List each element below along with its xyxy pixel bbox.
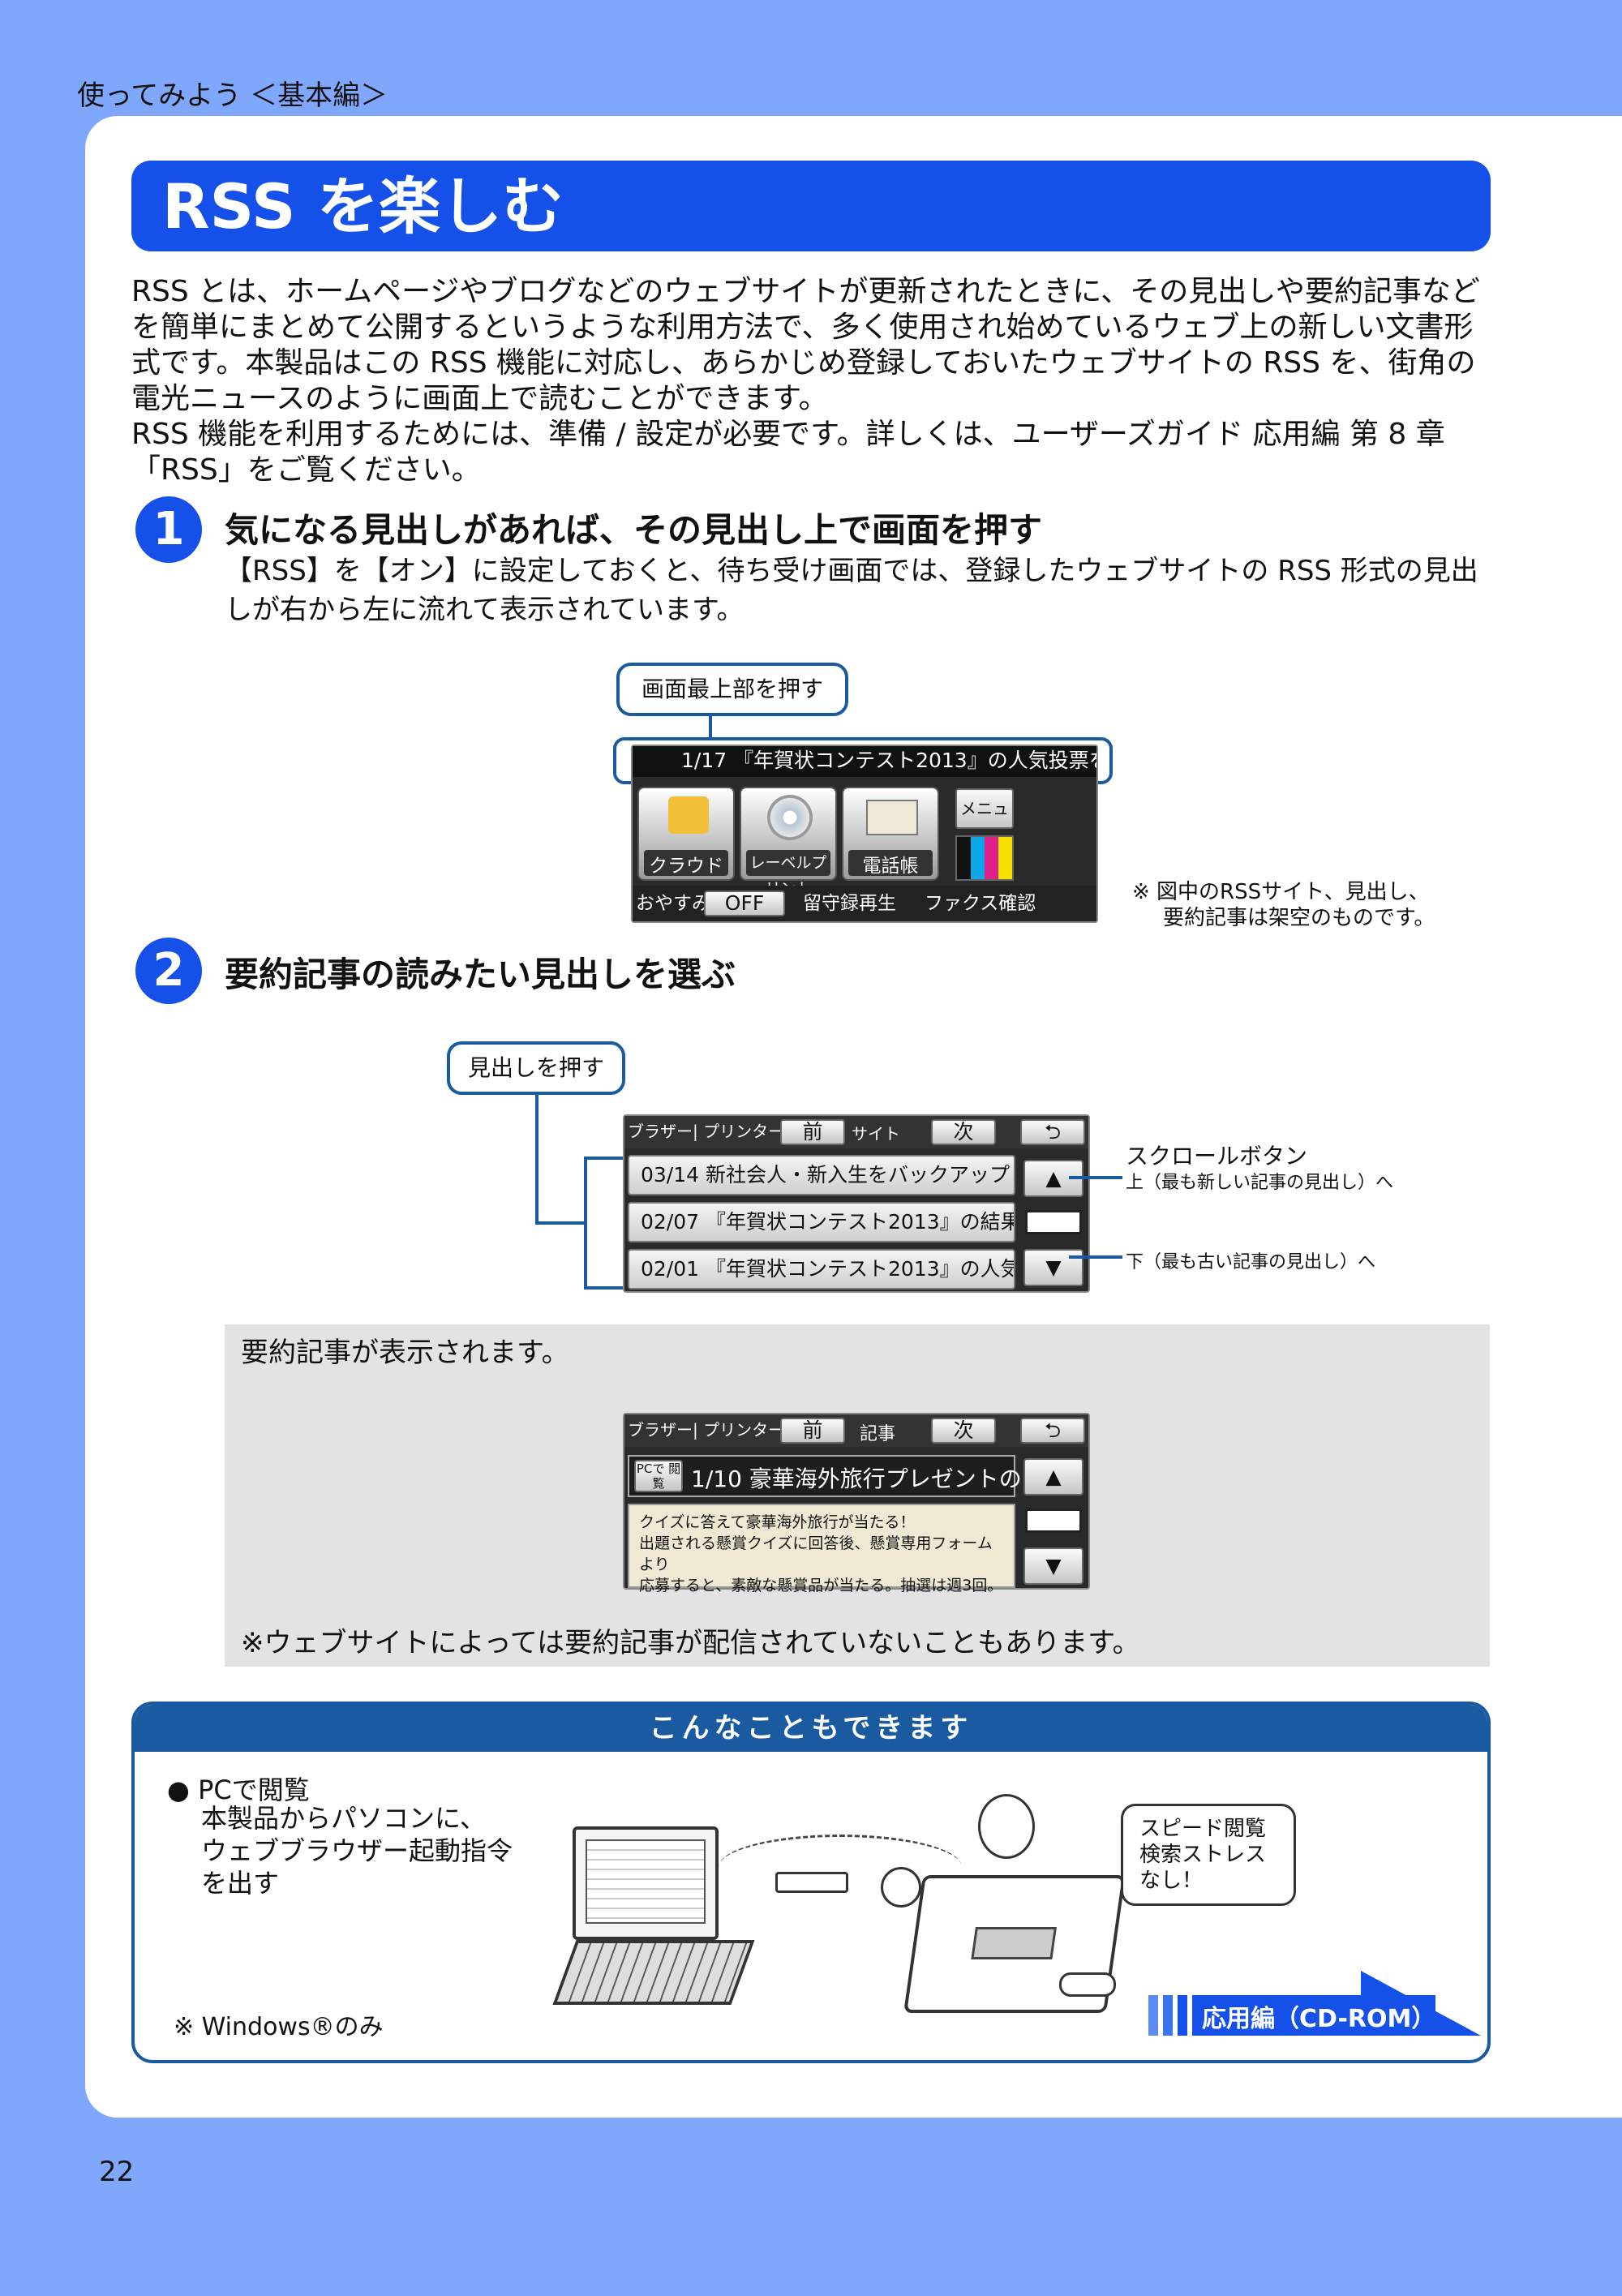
- phonebook-tile[interactable]: 電話帳: [842, 787, 939, 881]
- mode-label: サイト: [852, 1124, 900, 1144]
- speech-line: スピード閲覧: [1139, 1817, 1267, 1841]
- page-title: RSS を楽しむ: [162, 170, 564, 242]
- cloud-label: クラウド: [644, 850, 728, 877]
- label-print-tile[interactable]: レーベルプリント: [740, 787, 837, 898]
- down-leader: [1069, 1255, 1122, 1259]
- network-cable: [719, 1835, 962, 1899]
- intro-paragraph-1: RSS とは、ホームページやブログなどのウェブサイトが更新されたときに、その見出…: [131, 275, 1480, 415]
- arrow-tip: [1361, 1971, 1481, 2036]
- cdrom-link[interactable]: 応用編（CD-ROM）: [1148, 1971, 1481, 2036]
- intro-text: RSS とは、ホームページやブログなどのウェブサイトが更新されたときに、その見出…: [131, 274, 1494, 488]
- laptop-icon: [573, 1826, 719, 1940]
- article-headline-bar: PCで 閲覧 1/10 豪華海外旅行プレゼントの...: [628, 1455, 1043, 1497]
- phonebook-label: 電話帳: [848, 850, 933, 877]
- speech-bubble: スピード閲覧 検索ストレスなし！: [1121, 1804, 1296, 1906]
- summary-note: ※ウェブサイトによっては要約記事が配信されていないこともあります。: [241, 1627, 1140, 1659]
- article-line: 応募すると、素敵な懸賞品が当たる。抽選は週3回。: [639, 1577, 1003, 1594]
- callout-top: 画面最上部を押す: [616, 663, 848, 716]
- back-button[interactable]: ⮌: [1020, 1119, 1085, 1145]
- voicemail-play-button[interactable]: 留守録再生: [803, 893, 896, 914]
- article-body: クイズに答えて豪華海外旅行が当たる！ 出題される懸賞クイズに回答後、懸賞専用フォ…: [628, 1504, 1015, 1594]
- standby-screen: 1/17 『年賀状コンテスト2013』の人気投票を開始しま クラウド レーベルプ…: [631, 745, 1098, 923]
- tip-desc-line: ウェブブラウザー起動指令: [201, 1835, 513, 1866]
- step-1-title: 気になる見出しがあれば、その見出し上で画面を押す: [225, 510, 1043, 550]
- stripe: [1178, 1995, 1187, 2036]
- scroll-down-button[interactable]: ▼: [1023, 1249, 1083, 1286]
- tip-box-heading: こんなこともできます: [135, 1705, 1487, 1752]
- speech-line: 検索ストレスなし！: [1139, 1843, 1267, 1893]
- pointing-hand-icon: [1059, 1972, 1116, 1997]
- windows-only-note: ※ Windows®のみ: [174, 2013, 384, 2041]
- fiction-note-2: 要約記事は架空のものです。: [1163, 906, 1435, 930]
- tip-item-title: ● PCで閲覧: [167, 1775, 310, 1805]
- summary-lead: 要約記事が表示されます。: [241, 1337, 569, 1369]
- headline-row[interactable]: 03/14 新社会人・新入生をバックアップ『ブラザーのプ...: [628, 1155, 1015, 1195]
- scroll-indicator: [1025, 1508, 1082, 1533]
- scroll-indicator: [1025, 1210, 1082, 1234]
- callout-headline-line: [535, 1095, 539, 1225]
- fax-check-button[interactable]: ファクス確認: [925, 893, 1036, 914]
- back-button[interactable]: ⮌: [1020, 1418, 1085, 1444]
- callout-line: [709, 716, 712, 740]
- stripe: [1148, 1995, 1158, 2036]
- page-number: 22: [99, 2156, 135, 2188]
- headline-row[interactable]: 02/07 『年賀状コンテスト2013』の結果を発表し...: [628, 1202, 1015, 1242]
- headline-row[interactable]: 02/01 『年賀状コンテスト2013』の人気投票の...: [628, 1249, 1015, 1290]
- cloud-tile[interactable]: クラウド: [637, 787, 735, 881]
- tip-box: こんなこともできます ● PCで閲覧 本製品からパソコンに、 ウェブブラウザー起…: [131, 1702, 1491, 2063]
- mode-label: 記事: [860, 1424, 896, 1444]
- tip-desc-line: 本製品からパソコンに、: [201, 1803, 487, 1834]
- ink-icon[interactable]: [955, 835, 1014, 881]
- sleep-off-button[interactable]: OFF: [704, 891, 785, 916]
- thumbs-up-icon: [881, 1867, 921, 1908]
- printer-screen: [971, 1927, 1057, 1959]
- cdrom-link-label: 応用編（CD-ROM）: [1202, 2005, 1436, 2033]
- folder-icon: [668, 796, 709, 834]
- intro-paragraph-2: RSS 機能を利用するためには、準備 / 設定が必要です。詳しくは、ユーザーズガ…: [131, 418, 1445, 487]
- prev-button[interactable]: 前: [780, 1119, 845, 1145]
- headline-screen: ブラザー| プリンタースペシ... 前 サイト 次 ⮌ 03/14 新社会人・新…: [623, 1114, 1090, 1293]
- step-1-desc: 【RSS】を【オン】に設定しておくと、待ち受け画面では、登録したウェブサイトの …: [225, 555, 1478, 626]
- up-leader: [1069, 1176, 1122, 1179]
- summary-screen: ブラザー| プリンタースペシ... 前 記事 次 ⮌ PCで 閲覧 1/10 豪…: [623, 1413, 1090, 1594]
- sleep-label: おやすみ: [636, 893, 710, 914]
- pc-view-button[interactable]: PCで 閲覧: [634, 1460, 683, 1492]
- stripe: [1163, 1995, 1173, 2036]
- callout-headline: 見出しを押す: [447, 1041, 625, 1095]
- scroll-down-button[interactable]: ▼: [1023, 1547, 1083, 1585]
- rss-ticker[interactable]: 1/17 『年賀状コンテスト2013』の人気投票を開始しま: [633, 746, 1096, 777]
- rows-bracket: [584, 1157, 624, 1290]
- scroll-up-button[interactable]: ▲: [1023, 1458, 1083, 1496]
- label-print-label: レーベルプリント: [746, 850, 830, 898]
- article-headline: 1/10 豪華海外旅行プレゼントの...: [691, 1466, 1044, 1492]
- tip-item-desc: 本製品からパソコンに、 ウェブブラウザー起動指令 を出す: [201, 1802, 513, 1899]
- mascot-face-icon: [978, 1794, 1035, 1859]
- standby-bottom-bar: おやすみ OFF 留守録再生 ファクス確認: [633, 886, 1096, 921]
- next-button[interactable]: 次: [931, 1418, 996, 1444]
- step-2-badge: 2: [135, 938, 202, 1004]
- step-2-title: 要約記事の読みたい見出しを選ぶ: [225, 955, 736, 994]
- article-line: 出題される懸賞クイズに回答後、懸賞専用フォームより: [639, 1534, 993, 1573]
- connector-line: [535, 1221, 584, 1225]
- site-bar: ブラザー| プリンタースペシ...: [624, 1414, 1088, 1447]
- browser-window: [586, 1839, 706, 1924]
- next-button[interactable]: 次: [931, 1119, 996, 1145]
- tip-desc-line: を出す: [201, 1868, 280, 1899]
- scroll-down-label: 下（最も古い記事の見出し）へ: [1126, 1252, 1376, 1272]
- prev-button[interactable]: 前: [780, 1418, 845, 1444]
- title-bar: [131, 161, 1491, 251]
- scroll-button-label: スクロールボタン: [1126, 1143, 1308, 1169]
- scroll-up-label: 上（最も新しい記事の見出し）へ: [1126, 1173, 1394, 1193]
- step-1-badge: 1: [135, 496, 202, 563]
- laptop-keyboard: [552, 1940, 755, 2005]
- menu-button[interactable]: メニュー: [955, 788, 1014, 856]
- disc-icon: [767, 795, 813, 840]
- article-line: クイズに答えて豪華海外旅行が当たる！: [639, 1513, 916, 1531]
- book-icon: [866, 800, 918, 835]
- fiction-note-1: ※ 図中のRSSサイト、見出し、: [1132, 880, 1430, 904]
- breadcrumb: 使ってみよう ＜基本編＞: [77, 79, 388, 112]
